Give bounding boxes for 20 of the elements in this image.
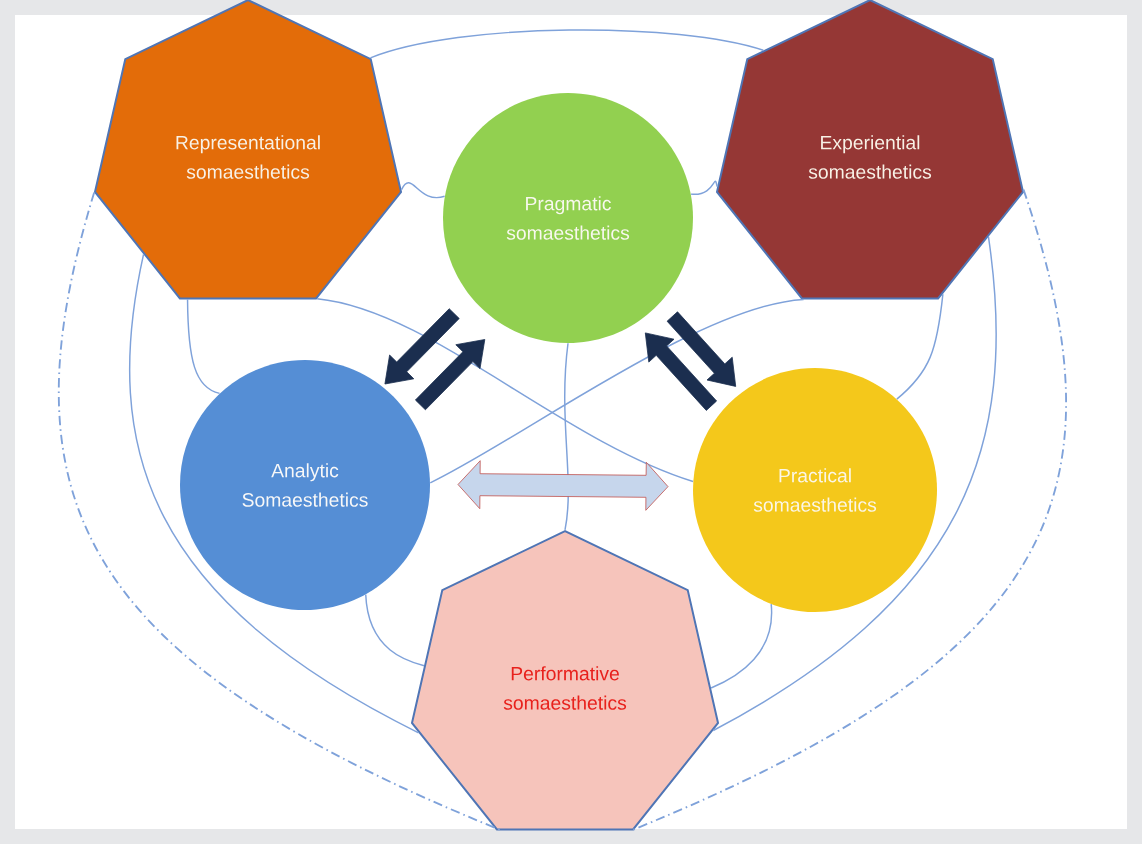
connector-line — [896, 293, 944, 400]
block-arrow — [384, 308, 460, 385]
block-arrow — [415, 339, 486, 411]
double-block-arrow — [457, 460, 669, 511]
heptagon: Representational somaesthetics — [93, 0, 403, 300]
connector-line — [712, 236, 997, 732]
connector-line — [369, 29, 765, 59]
connector-line — [365, 593, 425, 667]
connector-line — [400, 182, 446, 199]
connector-line — [316, 298, 694, 483]
connector-line — [129, 253, 420, 734]
dash-dot-line — [630, 188, 1067, 832]
connector-line — [429, 298, 805, 484]
connector-line — [186, 298, 221, 395]
dash-dot-line — [57, 191, 503, 832]
heptagon: Experiential somaesthetics — [715, 0, 1025, 300]
block-arrow — [644, 332, 717, 411]
connector-line — [690, 180, 718, 195]
block-arrow — [666, 311, 737, 387]
connector-line — [710, 603, 773, 689]
